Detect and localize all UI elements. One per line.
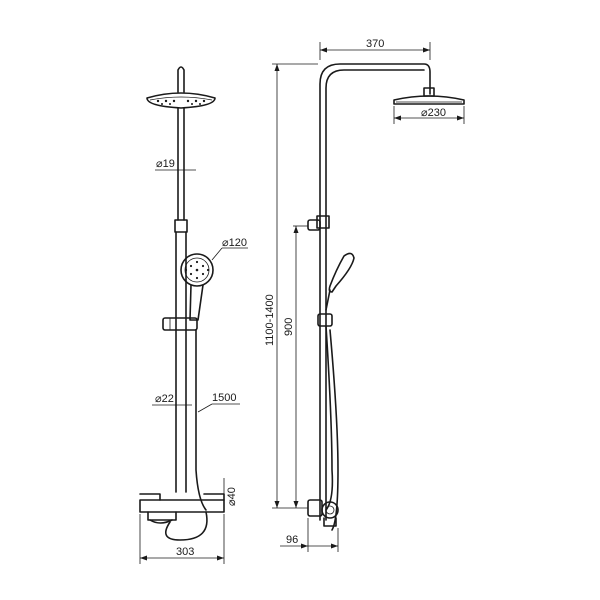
dim-wall-offset: 96 xyxy=(280,518,339,552)
side-upper-valve xyxy=(307,219,321,231)
side-riser-outer xyxy=(319,63,431,521)
dim-height-range-label: 1100-1400 xyxy=(264,294,276,346)
dim-connection-diameter: ⌀40 xyxy=(223,478,238,506)
front-hose-loop xyxy=(164,511,208,541)
front-hand-shower xyxy=(180,253,214,321)
side-hose xyxy=(325,325,334,511)
dim-mixer-width: 303 xyxy=(139,514,225,564)
dim-rail-diameter-top-label: ⌀19 xyxy=(156,158,175,170)
dim-hose-length: 1500 xyxy=(197,392,240,413)
dim-hose-length-label: 1500 xyxy=(212,392,236,404)
front-riser-coupling xyxy=(174,219,188,233)
side-head-shower xyxy=(393,87,465,105)
dim-rail-diameter-lower: ⌀22 xyxy=(152,393,192,406)
dim-rail-diameter-top: ⌀19 xyxy=(155,158,196,171)
dim-hand-shower-diameter-label: ⌀120 xyxy=(222,237,247,249)
front-hose xyxy=(195,329,207,511)
front-head-shower xyxy=(146,92,216,109)
dim-mixer-to-holder-height: 900 xyxy=(283,225,308,508)
side-riser-coupling xyxy=(316,215,330,229)
front-thermostatic-mixer xyxy=(139,493,225,524)
dim-head-shower-diameter-label: ⌀230 xyxy=(421,107,446,119)
front-slider-holder xyxy=(162,317,198,331)
side-slider-holder xyxy=(317,313,333,327)
dim-rail-diameter-lower-label: ⌀22 xyxy=(155,393,174,405)
dim-mixer-width-label: 303 xyxy=(176,546,194,558)
dim-hand-shower-diameter: ⌀120 xyxy=(211,237,248,261)
dim-wall-offset-label: 96 xyxy=(286,534,298,546)
front-view: ⌀19 ⌀120 ⌀22 1500 ⌀40 xyxy=(139,66,248,564)
dim-connection-diameter-label: ⌀40 xyxy=(226,487,238,506)
riser-top-hook xyxy=(177,66,185,93)
side-thermostatic-mixer xyxy=(307,499,339,527)
side-riser-inner xyxy=(325,69,425,521)
side-hand-shower xyxy=(317,252,355,327)
dim-arm-length: 370 xyxy=(319,38,431,60)
dim-mixer-to-holder-height-label: 900 xyxy=(283,318,295,336)
side-hose-outer xyxy=(329,329,339,531)
dim-height-range: 1100-1400 xyxy=(264,63,318,509)
dim-arm-length-label: 370 xyxy=(366,38,384,50)
side-view: 370 ⌀230 1100-1400 900 xyxy=(264,38,465,552)
dim-head-shower-diameter: ⌀230 xyxy=(393,106,465,124)
